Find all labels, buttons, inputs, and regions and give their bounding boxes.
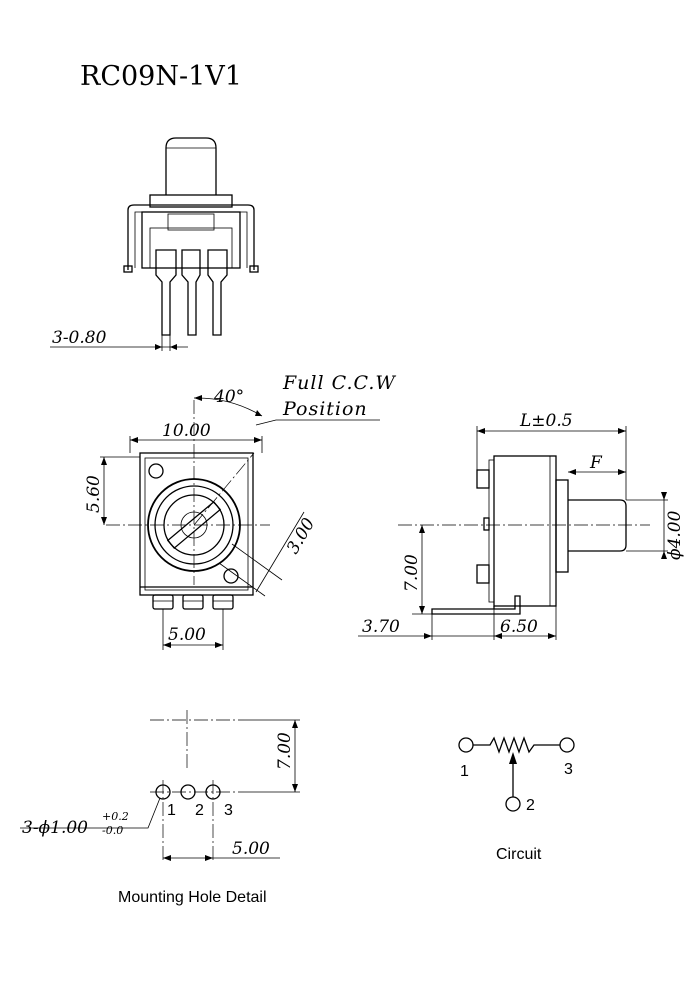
height-label: 5.60 bbox=[84, 475, 104, 513]
bracket-frame bbox=[127, 204, 255, 270]
circuit-terminal-3 bbox=[559, 737, 575, 753]
hole-callout-leader bbox=[20, 797, 161, 829]
hole-2-label: 2 bbox=[195, 802, 204, 819]
hole-3-label: 3 bbox=[224, 802, 233, 819]
left-tab bbox=[123, 265, 133, 273]
circuit-pin-3: 3 bbox=[564, 761, 573, 778]
height-arrows bbox=[101, 457, 107, 525]
diag-dim-line bbox=[255, 511, 305, 593]
ccw-line bbox=[193, 452, 255, 526]
diag-label: 3.00 bbox=[283, 515, 319, 558]
part-number-title: RC09N-1V1 bbox=[80, 61, 242, 92]
mounting-caption: Mounting Hole Detail bbox=[118, 889, 267, 906]
circuit-pin-2: 2 bbox=[526, 797, 535, 814]
side-bracket bbox=[488, 459, 495, 603]
pin-1 bbox=[155, 249, 177, 336]
length-label: L±0.5 bbox=[519, 411, 573, 431]
note-leader bbox=[255, 419, 380, 426]
terminal-2 bbox=[182, 594, 204, 610]
angle-label: 40° bbox=[213, 387, 244, 407]
terminal-3 bbox=[212, 594, 234, 610]
housing-inner bbox=[149, 227, 233, 269]
diag-ext-1 bbox=[218, 562, 266, 597]
terminal-1 bbox=[152, 594, 174, 610]
circuit-terminal-2 bbox=[505, 796, 521, 812]
circuit-terminal-1 bbox=[458, 737, 474, 753]
side-body bbox=[493, 455, 557, 607]
mounting-hole-detail: 1 2 3 7.00 3-ϕ1.00 +0.2 -0.0 5.00 Mounti… bbox=[20, 710, 300, 906]
body-length-label: 6.50 bbox=[500, 617, 538, 637]
side-tab-bottom bbox=[476, 564, 490, 584]
pin-pitch-label: 3-0.80 bbox=[52, 328, 107, 348]
front-view: 3-0.80 bbox=[50, 137, 259, 351]
span-label: 5.00 bbox=[168, 625, 206, 645]
side-nub bbox=[483, 517, 490, 531]
angle-arrow-left bbox=[194, 395, 202, 401]
bushing bbox=[149, 194, 233, 208]
circuit-caption: Circuit bbox=[496, 846, 542, 863]
hole-1-label: 1 bbox=[167, 802, 176, 819]
wiper-arrow bbox=[509, 752, 517, 764]
hole-2 bbox=[180, 784, 196, 800]
note-line-1: Full C.C.W bbox=[282, 372, 396, 394]
dim-arrows bbox=[155, 344, 177, 350]
top-body-inner bbox=[144, 457, 249, 591]
offset-label: 3.70 bbox=[362, 617, 400, 637]
pin-2 bbox=[181, 249, 201, 336]
housing-slot bbox=[167, 213, 215, 231]
hole-dia-label: 3-ϕ1.00 bbox=[22, 818, 88, 838]
width-label: 10.00 bbox=[162, 421, 211, 441]
bracket-inner bbox=[134, 211, 248, 268]
angle-arrow-right bbox=[255, 410, 262, 416]
right-tab bbox=[249, 265, 259, 273]
top-body-outline bbox=[139, 452, 254, 596]
body-housing bbox=[141, 211, 241, 269]
mh-height-label: 7.00 bbox=[275, 732, 295, 770]
side-height-label: 7.00 bbox=[402, 554, 422, 592]
shaft-dia-label: ϕ4.00 bbox=[665, 510, 685, 560]
pin-3 bbox=[207, 249, 228, 336]
side-view: L±0.5 F ϕ4.00 7.00 3.70 6.50 bbox=[358, 411, 685, 640]
side-tab-top bbox=[476, 469, 490, 489]
mount-hole-top bbox=[148, 463, 164, 479]
top-view: 40° Full C.C.W Position 10.00 5.60 3.00 … bbox=[84, 372, 396, 650]
shaft-outline bbox=[165, 137, 217, 195]
diag-ext-2 bbox=[231, 543, 283, 581]
resistor-symbol bbox=[473, 736, 560, 754]
F-label: F bbox=[589, 453, 603, 473]
mh-span-label: 5.00 bbox=[232, 839, 270, 859]
hole-tol-plus: +0.2 bbox=[102, 810, 129, 823]
mh-height-arrows bbox=[292, 720, 298, 792]
mount-hole-bottom bbox=[223, 568, 239, 584]
side-terminal bbox=[431, 595, 521, 615]
side-bushing bbox=[555, 479, 569, 573]
note-line-2: Position bbox=[282, 398, 368, 420]
circuit-pin-1: 1 bbox=[460, 763, 469, 780]
circuit-diagram: 1 3 2 Circuit bbox=[458, 736, 575, 863]
hole-tol-minus: -0.0 bbox=[102, 824, 123, 837]
side-shaft bbox=[568, 499, 627, 552]
shaft-slot bbox=[166, 500, 222, 550]
